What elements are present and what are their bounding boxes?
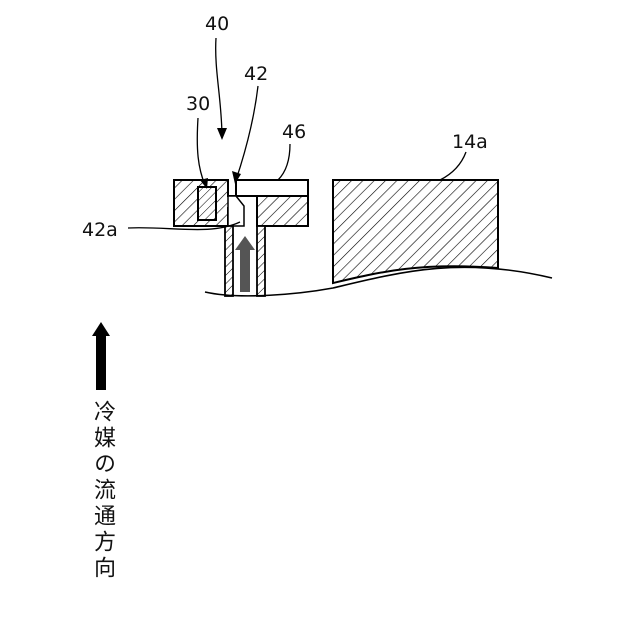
pipe-right-wall <box>257 226 265 296</box>
flow-direction-arrow <box>92 322 110 390</box>
ref-label-40: 40 <box>205 13 229 35</box>
ref-label-42a: 42a <box>82 219 118 241</box>
inner-flow-arrow <box>235 236 255 292</box>
ref-label-14a: 14a <box>452 131 488 153</box>
ref-label-30: 30 <box>186 93 210 115</box>
flow-direction-label: 冷媒の流通方向 <box>88 400 118 582</box>
valve-assembly-40 <box>174 180 308 296</box>
plate-46 <box>236 180 308 196</box>
ref-label-46: 46 <box>282 121 306 143</box>
seal-member-30 <box>198 187 216 220</box>
ref-label-42: 42 <box>244 63 268 85</box>
pipe-left-wall <box>225 226 233 296</box>
